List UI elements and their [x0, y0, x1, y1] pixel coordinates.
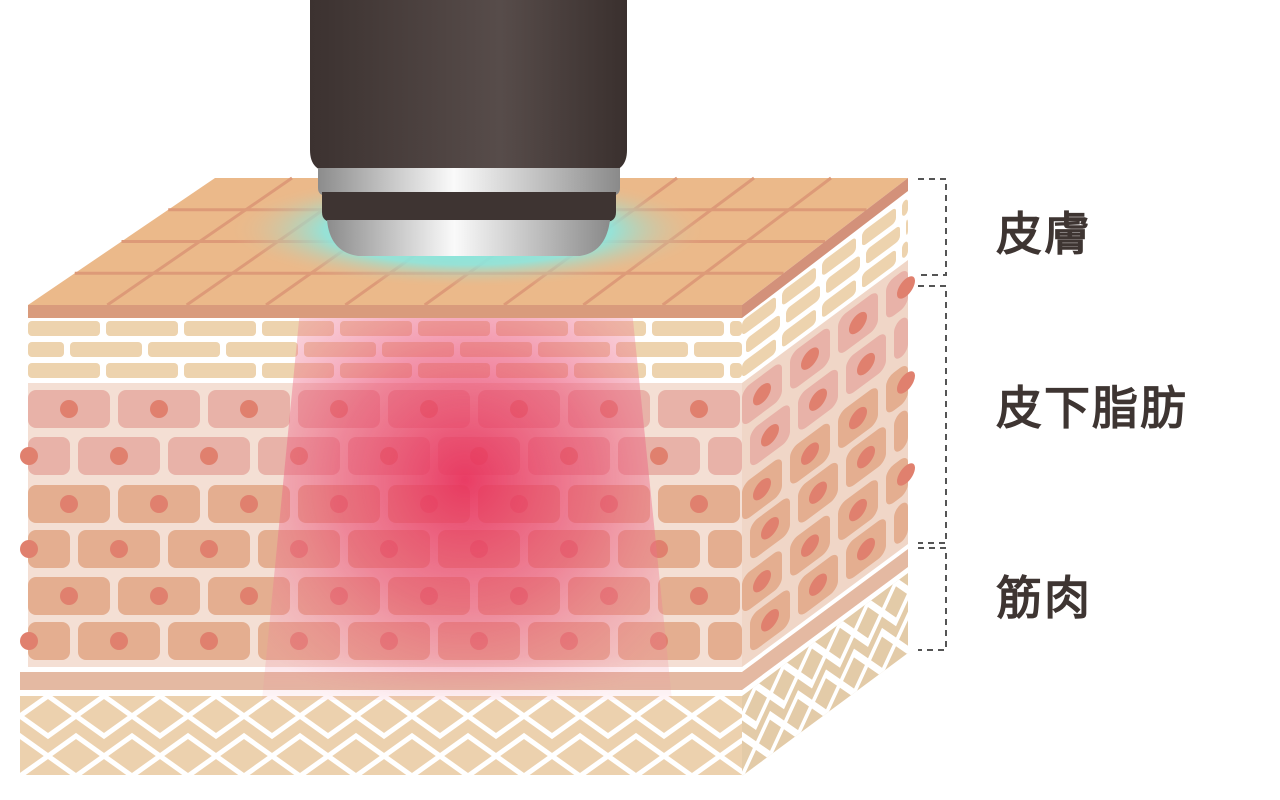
epidermis-brick: [226, 342, 298, 357]
cell-nucleus: [60, 495, 78, 513]
cell-nucleus: [849, 498, 867, 522]
epidermis-brick: [862, 250, 896, 288]
cell-nucleus: [200, 632, 218, 650]
cell-nucleus: [897, 371, 915, 394]
muscle-fiber: [20, 712, 25, 720]
muscle-fiber: [715, 737, 742, 775]
cell-nucleus: [240, 495, 258, 513]
fat-cell: [28, 437, 70, 475]
cell-nucleus: [60, 400, 78, 418]
cell-nucleus: [240, 400, 258, 418]
label-skin: 皮膚: [996, 207, 1092, 261]
layer-brackets: [918, 178, 947, 651]
epidermis-brick: [742, 297, 776, 335]
cell-nucleus: [897, 463, 915, 486]
cell-nucleus: [857, 352, 875, 376]
fat-cell: [708, 530, 742, 568]
fat-cell: [894, 502, 908, 544]
cell-nucleus: [60, 587, 78, 605]
cell-nucleus: [690, 400, 708, 418]
epidermis-brick: [184, 321, 256, 336]
epidermis-brick: [782, 310, 816, 347]
energy-beam: [262, 310, 672, 700]
epidermis-brick: [902, 199, 908, 216]
cell-nucleus: [150, 400, 168, 418]
cell-nucleus: [897, 276, 915, 299]
epidermis-brick: [786, 286, 820, 323]
epidermis-brick: [106, 363, 178, 378]
muscle-fiber: [906, 572, 908, 606]
muscle-fiber: [924, 580, 952, 641]
cell-nucleus: [150, 495, 168, 513]
epidermis-brick: [782, 268, 816, 305]
muscle-fiber: [878, 577, 908, 627]
cell-nucleus: [857, 537, 875, 561]
epidermis-brick: [746, 315, 780, 353]
epidermis-brick: [902, 241, 908, 258]
epidermis-brick: [148, 342, 220, 357]
fat-cell: [28, 622, 70, 660]
cell-nucleus: [809, 481, 827, 504]
epidermis-brick: [906, 219, 908, 235]
epidermis-brick: [106, 321, 178, 336]
cell-nucleus: [20, 447, 38, 465]
epidermis-brick: [742, 339, 776, 377]
side-face: [742, 194, 952, 776]
cell-nucleus: [110, 447, 128, 465]
epidermis-brick: [28, 321, 100, 336]
muscle-fiber: [687, 696, 742, 740]
skin-edge: [28, 305, 742, 318]
cell-nucleus: [200, 540, 218, 558]
epidermis-brick: [866, 226, 900, 264]
epidermis-brick: [184, 363, 256, 378]
cell-nucleus: [240, 587, 258, 605]
cell-nucleus: [809, 388, 827, 411]
epidermis-brick: [730, 321, 742, 336]
label-subcutaneous-fat: 皮下脂肪: [996, 381, 1188, 435]
cell-nucleus: [761, 517, 779, 540]
cell-nucleus: [753, 382, 771, 406]
epidermis-brick: [28, 342, 64, 357]
cell-nucleus: [110, 540, 128, 558]
epidermis-brick: [730, 363, 742, 378]
cell-nucleus: [690, 495, 708, 513]
cell-nucleus: [650, 447, 668, 465]
cell-nucleus: [20, 632, 38, 650]
muscle-fiber: [892, 607, 908, 656]
epidermis-brick: [70, 342, 142, 357]
fat-cell: [708, 437, 742, 475]
cell-nucleus: [761, 424, 779, 447]
cell-nucleus: [150, 587, 168, 605]
cell-nucleus: [809, 573, 827, 596]
cell-nucleus: [801, 442, 819, 465]
cell-nucleus: [801, 534, 819, 557]
epidermis-brick: [694, 342, 742, 357]
epidermis-brick: [826, 256, 860, 293]
epidermis-brick: [822, 280, 856, 317]
epidermis-brick: [28, 363, 100, 378]
epidermis-brick: [822, 238, 856, 275]
muscle-pattern: [20, 696, 742, 775]
epidermis-brick: [652, 363, 724, 378]
epidermis-brick: [652, 321, 724, 336]
device-head: [310, 0, 627, 256]
fat-cell: [708, 622, 742, 660]
epidermis-brick: [862, 208, 896, 246]
cell-nucleus: [753, 569, 771, 593]
fat-cell: [894, 317, 908, 359]
cell-nucleus: [110, 632, 128, 650]
cell-nucleus: [761, 609, 779, 632]
cell-nucleus: [849, 311, 867, 335]
cell-nucleus: [690, 587, 708, 605]
cell-nucleus: [801, 347, 819, 370]
label-muscle: 筋肉: [996, 571, 1092, 625]
cell-nucleus: [857, 445, 875, 469]
cell-nucleus: [849, 406, 867, 430]
cell-nucleus: [753, 477, 771, 501]
fat-cell: [894, 410, 908, 452]
cell-nucleus: [200, 447, 218, 465]
fat-cell: [28, 530, 70, 568]
cell-nucleus: [20, 540, 38, 558]
